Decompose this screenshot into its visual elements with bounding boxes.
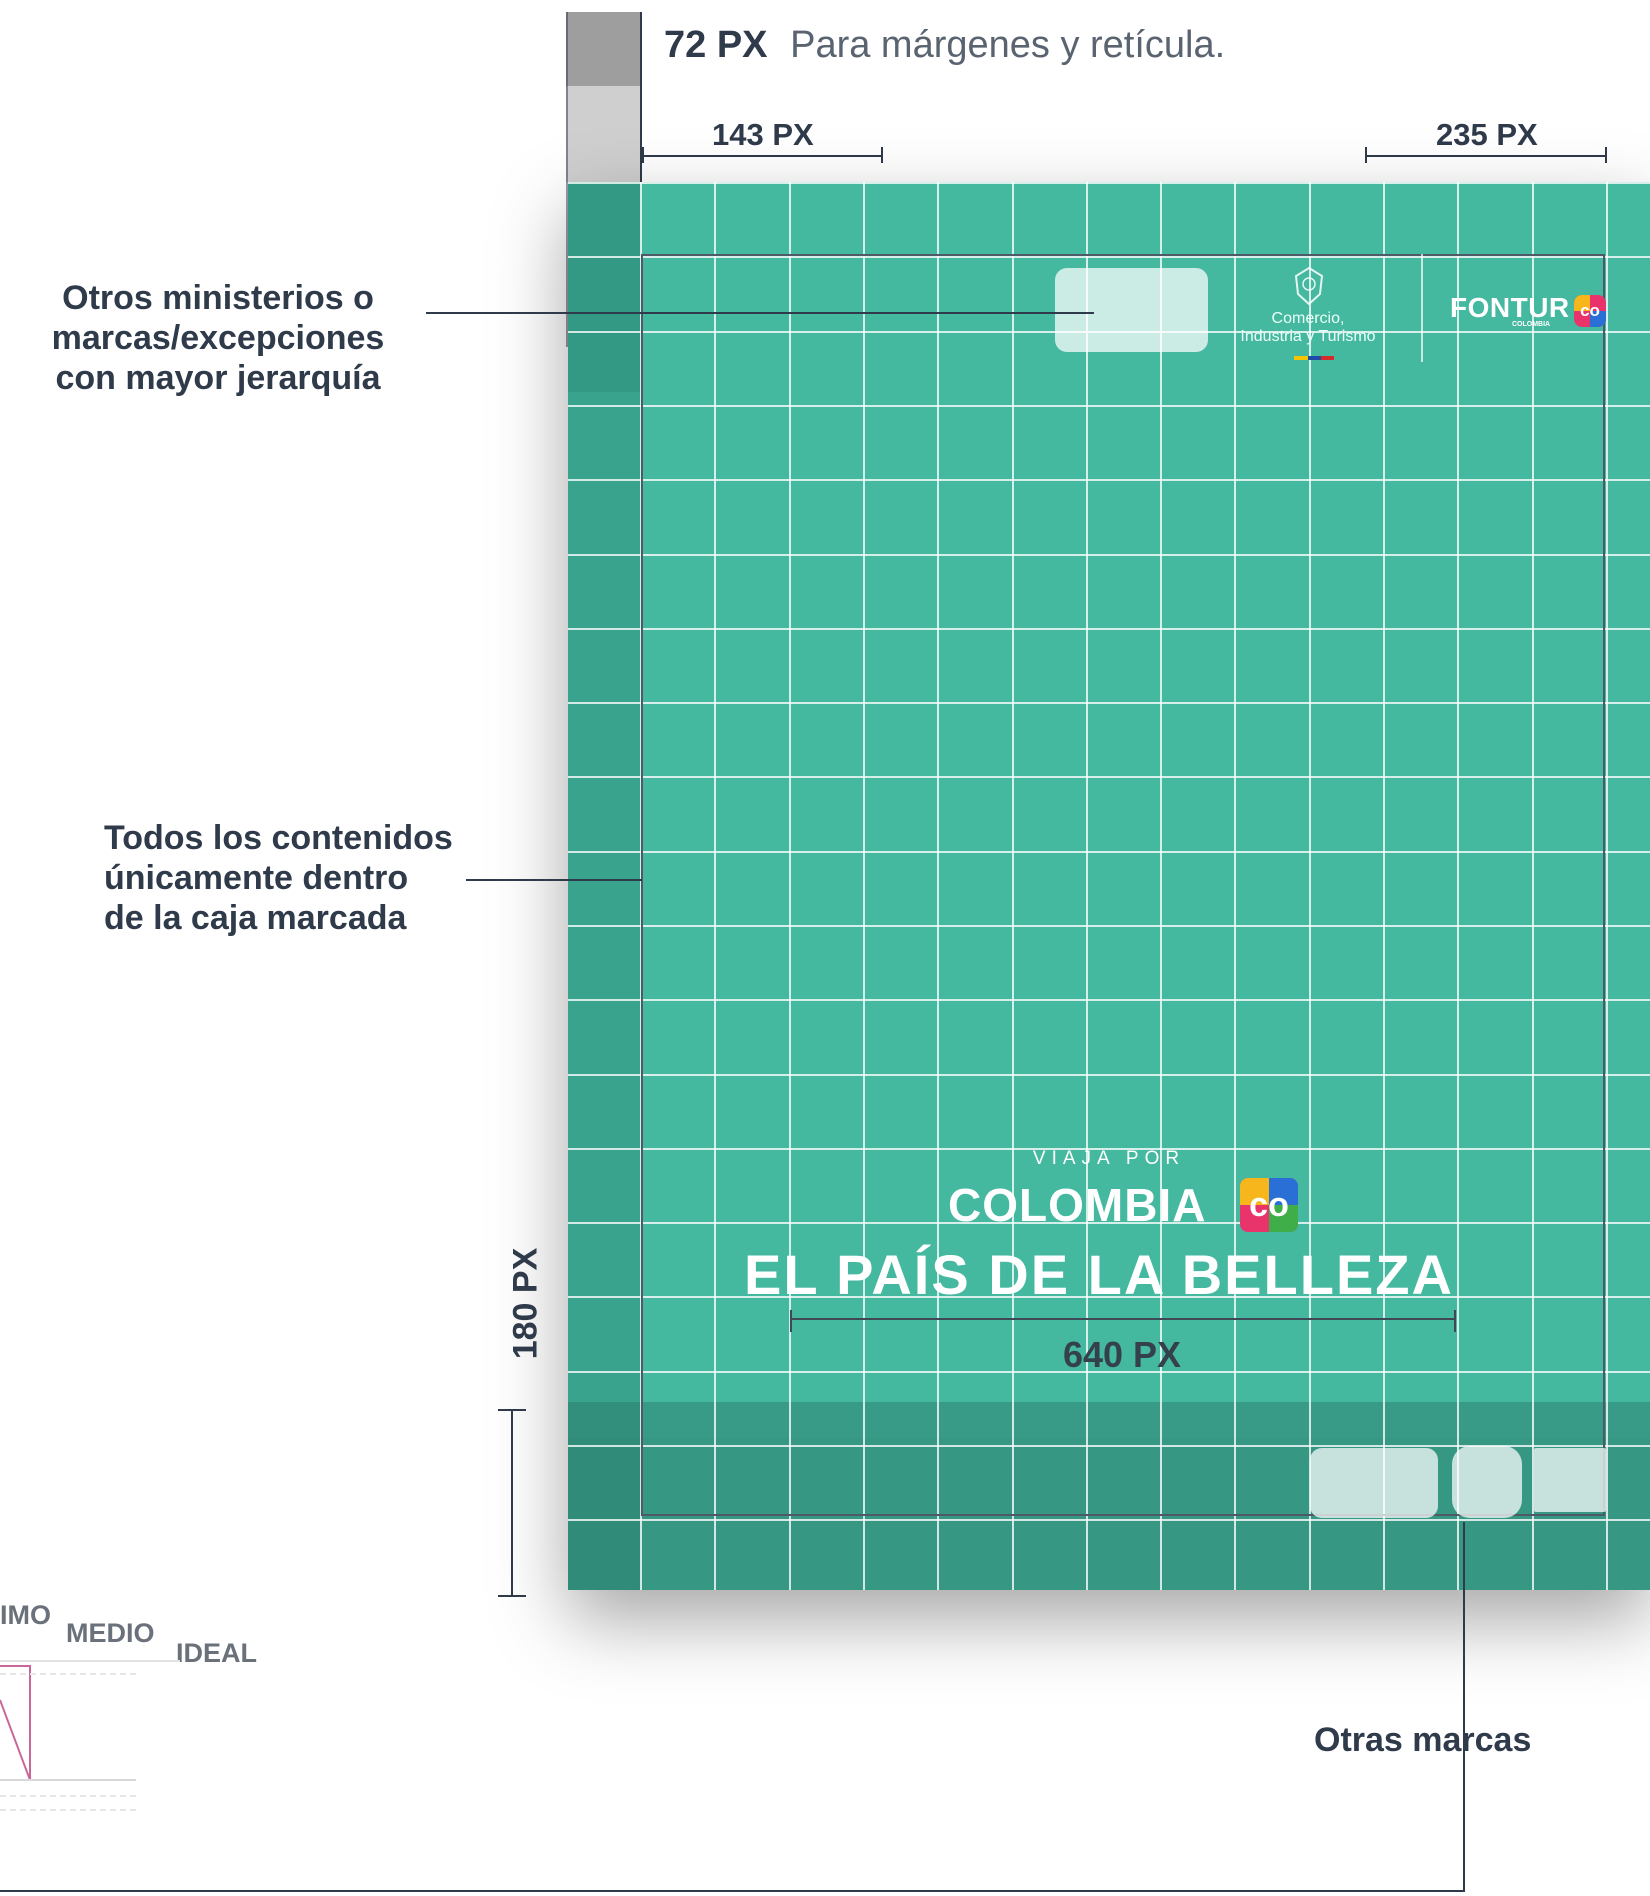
grid-line-horizontal	[568, 1074, 1650, 1076]
fontur-co-text: co	[1580, 301, 1600, 320]
grid-line-vertical	[789, 182, 791, 1590]
grid-line-horizontal	[568, 925, 1650, 927]
tagline-co-badge: co	[1240, 1178, 1298, 1232]
grid-line-vertical	[1606, 182, 1608, 1590]
grid-line-vertical	[1309, 182, 1311, 1590]
safe-content-box	[641, 254, 1605, 1516]
legend-item-2: MEDIO	[66, 1618, 155, 1648]
grid-line-horizontal	[568, 628, 1650, 630]
grid-line-horizontal	[568, 1222, 1650, 1224]
dim-right-tick-a	[1365, 147, 1367, 163]
dim-footer-line	[511, 1410, 513, 1596]
dim-left-tick-a	[642, 147, 644, 163]
margin-swatch-left-edge	[566, 12, 568, 347]
dim-tagline-line	[790, 1318, 1456, 1320]
footer-logo-placeholder-1	[1310, 1448, 1438, 1518]
ministry-flag-stripe	[1294, 356, 1334, 360]
grid-line-vertical	[863, 182, 865, 1590]
tagline-brand: COLOMBIA	[948, 1179, 1207, 1231]
legend-diagram	[0, 1660, 140, 1820]
dim-tagline-tick-b	[1454, 1310, 1456, 1332]
grid-line-vertical	[1160, 182, 1162, 1590]
callout-mid-left-line3: de la caja marcada	[104, 899, 407, 937]
callout-otras-marcas: Otras marcas	[1314, 1721, 1532, 1759]
dim-left-line	[642, 155, 882, 157]
callout-top-left: Otros ministerios o marcas/excepciones c…	[28, 278, 408, 398]
tagline-small: VIAJA POR	[1032, 1148, 1186, 1169]
grid-line-horizontal	[568, 554, 1650, 556]
dim-right-tick-b	[1605, 147, 1607, 163]
callout-mid-left-line1: Todos los contenidos	[104, 819, 453, 857]
callout-top-left-leader	[426, 312, 1094, 314]
grid-line-horizontal	[568, 479, 1650, 481]
grid-line-horizontal	[568, 851, 1650, 853]
grid-line-horizontal	[568, 1445, 1650, 1447]
grid-line-horizontal	[568, 999, 1650, 1001]
margin-value: 72 PX	[664, 24, 768, 66]
legend-item-3: IDEAL	[176, 1638, 257, 1668]
dim-footer-tick-b	[498, 1595, 526, 1597]
fontur-logo: FONTUR	[1450, 292, 1570, 323]
margin-heading: 72 PX Para márgenes y retícula.	[664, 24, 1225, 67]
grid-line-vertical	[1234, 182, 1236, 1590]
legend-baseline	[0, 1660, 180, 1662]
ministry-placeholder	[1055, 268, 1208, 352]
dim-tagline-label: 640 PX	[1062, 1334, 1182, 1375]
ministry-logo: Comercio, Industria y Turismo	[1228, 310, 1388, 346]
grid-line-vertical	[1532, 182, 1534, 1590]
grid-line-horizontal	[568, 1519, 1650, 1521]
grid-line-vertical	[1086, 182, 1088, 1590]
callout-top-left-line1: Otros ministerios o	[62, 279, 374, 317]
tagline-big: EL PAÍS DE LA BELLEZA	[744, 1243, 1454, 1306]
coat-of-arms-icon	[1292, 266, 1326, 306]
grid-line-horizontal	[568, 776, 1650, 778]
ministry-logo-line1: Comercio,	[1271, 310, 1345, 327]
grid-line-vertical	[1383, 182, 1385, 1590]
footer-logo-placeholder-2	[1452, 1446, 1522, 1518]
tagline-co-text: co	[1249, 1186, 1289, 1224]
grid-line-vertical	[714, 182, 716, 1590]
dim-footer-tick-a	[498, 1409, 526, 1411]
callout-top-left-line3: con mayor jerarquía	[55, 359, 381, 397]
grid-line-horizontal	[568, 1296, 1650, 1298]
fontur-co-badge: co	[1574, 295, 1606, 327]
margin-swatch-top	[566, 12, 642, 86]
dim-tagline-tick-a	[790, 1310, 792, 1332]
dim-right-label: 235 PX	[1436, 117, 1538, 152]
grid-line-horizontal	[568, 405, 1650, 407]
logo-divider	[1421, 254, 1423, 362]
dim-right-line	[1365, 155, 1607, 157]
callout-otras-marcas-bottom	[0, 1890, 1465, 1892]
top-margin-shade	[568, 182, 640, 392]
footer-logo-placeholder-3	[1534, 1448, 1606, 1512]
callout-otras-marcas-leader	[1463, 1522, 1465, 1892]
dim-left-label: 143 PX	[712, 117, 814, 152]
grid-line-horizontal	[568, 702, 1650, 704]
grid-line-vertical	[937, 182, 939, 1590]
callout-mid-left-line2: únicamente dentro	[104, 859, 409, 897]
dim-footer-label: 180 PX	[506, 1247, 545, 1360]
grid-line-horizontal	[568, 256, 1650, 258]
margin-swatch-mid	[566, 86, 642, 182]
grid-line-horizontal	[568, 182, 1650, 184]
grid-line-vertical	[1457, 182, 1459, 1590]
artboard: Comercio, Industria y Turismo FONTUR COL…	[568, 182, 1650, 1590]
callout-top-left-line2: marcas/excepciones	[51, 319, 385, 357]
fontur-sub: COLOMBIA	[1512, 321, 1551, 328]
left-margin-shade	[568, 182, 640, 1590]
margin-note: Para márgenes y retícula.	[790, 24, 1226, 66]
grid-line-vertical	[1012, 182, 1014, 1590]
grid-line-horizontal	[568, 1148, 1650, 1150]
callout-mid-left: Todos los contenidos únicamente dentro d…	[104, 818, 524, 938]
callout-mid-left-leader	[466, 879, 642, 881]
grid-line-horizontal	[568, 1371, 1650, 1373]
dim-left-tick-b	[881, 147, 883, 163]
ministry-logo-line2: Industria y Turismo	[1240, 328, 1376, 345]
legend-item-1: IMO	[0, 1600, 51, 1630]
